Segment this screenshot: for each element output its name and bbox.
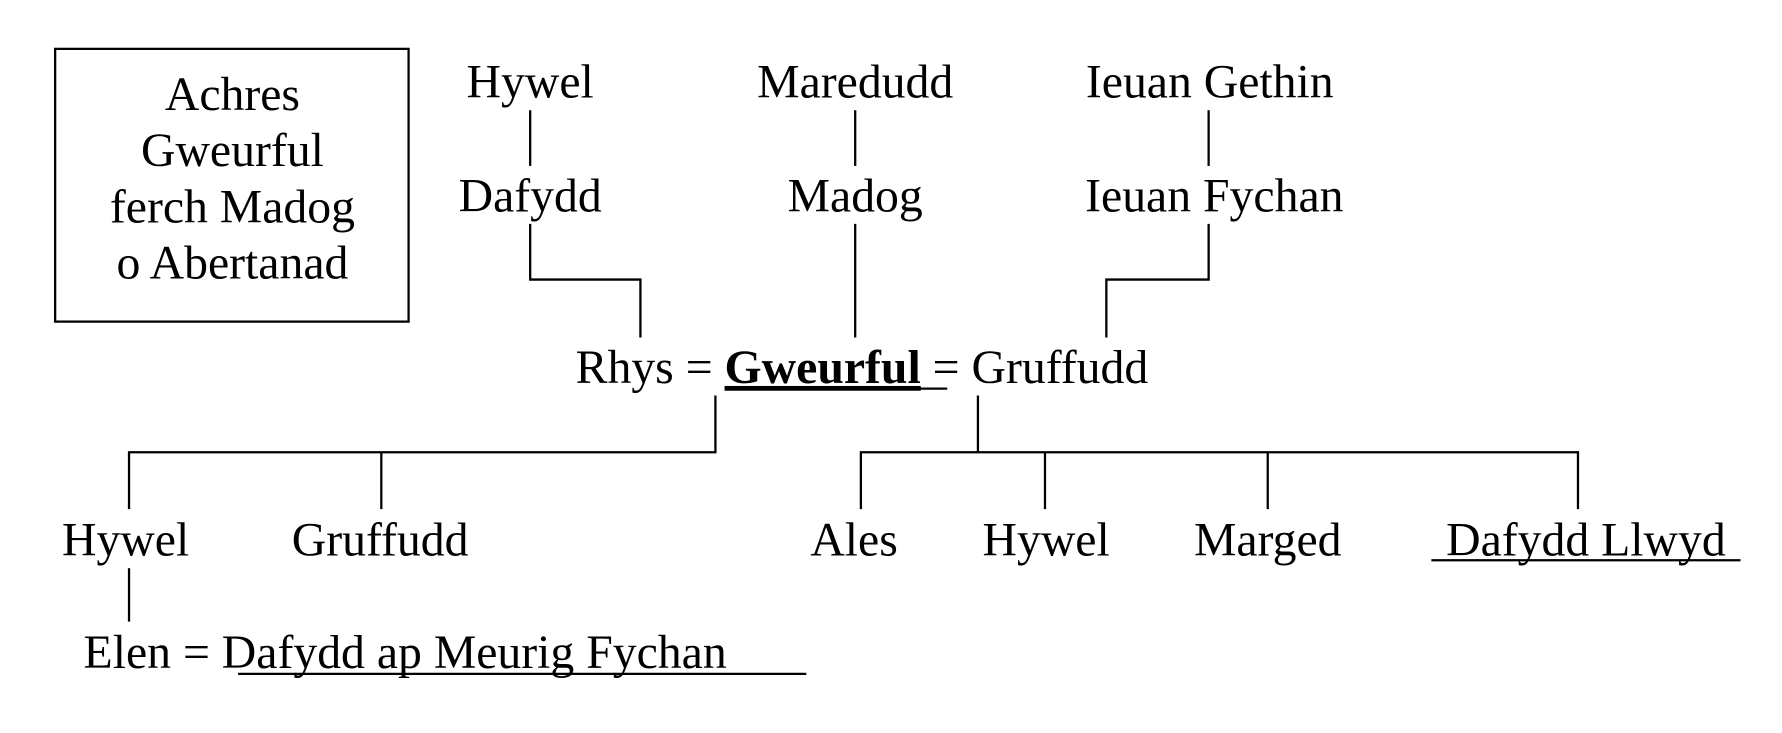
child-gruffudd-hywel: Hywel: [983, 514, 1110, 567]
ancestor-right-parent: Ieuan Fychan: [1085, 169, 1344, 222]
marriage-row: Rhys = Gweurful = Gruffudd: [576, 341, 1149, 394]
equals-sign-1: =: [686, 341, 713, 394]
husband-dafydd-ap-meurig-fychan: Dafydd ap Meurig Fychan: [222, 626, 727, 679]
connector-gruffudd-children: [859, 451, 1580, 510]
child-gruffudd-ales: Ales: [810, 514, 897, 567]
husband-gruffudd: Gruffudd: [972, 341, 1149, 394]
connector-left-lower: [529, 223, 642, 338]
child-gruffudd-dafydd-llwyd: Dafydd Llwyd: [1446, 514, 1726, 567]
child-rhys-hywel: Hywel: [62, 514, 189, 567]
title-line-4: o Abertanad: [116, 236, 348, 289]
ancestor-left-grandparent: Hywel: [467, 56, 594, 109]
connector-right-lower: [1105, 223, 1210, 338]
ancestor-left-parent: Dafydd: [459, 169, 602, 222]
ancestor-right-grandparent: Ieuan Gethin: [1086, 56, 1334, 109]
husband-rhys: Rhys: [576, 341, 674, 394]
subject-gweurful: Gweurful: [725, 341, 921, 394]
title-line-3: ferch Madog: [110, 181, 355, 234]
ancestor-middle-parent: Madog: [788, 169, 923, 222]
equals-sign-2: =: [933, 341, 960, 394]
child-rhys-gruffudd: Gruffudd: [292, 514, 469, 567]
title-line-2: Gweurful: [141, 124, 324, 177]
equals-sign-3: =: [183, 626, 210, 679]
title-line-1: Achres: [165, 68, 300, 121]
wife-elen: Elen: [84, 626, 172, 679]
grandchild-marriage-row: Elen = Dafydd ap Meurig Fychan: [84, 626, 727, 679]
title-box: [54, 47, 410, 323]
connector-rhys-children: [127, 395, 717, 510]
child-gruffudd-marged: Marged: [1194, 514, 1342, 567]
ancestor-middle-grandparent: Maredudd: [757, 56, 953, 109]
